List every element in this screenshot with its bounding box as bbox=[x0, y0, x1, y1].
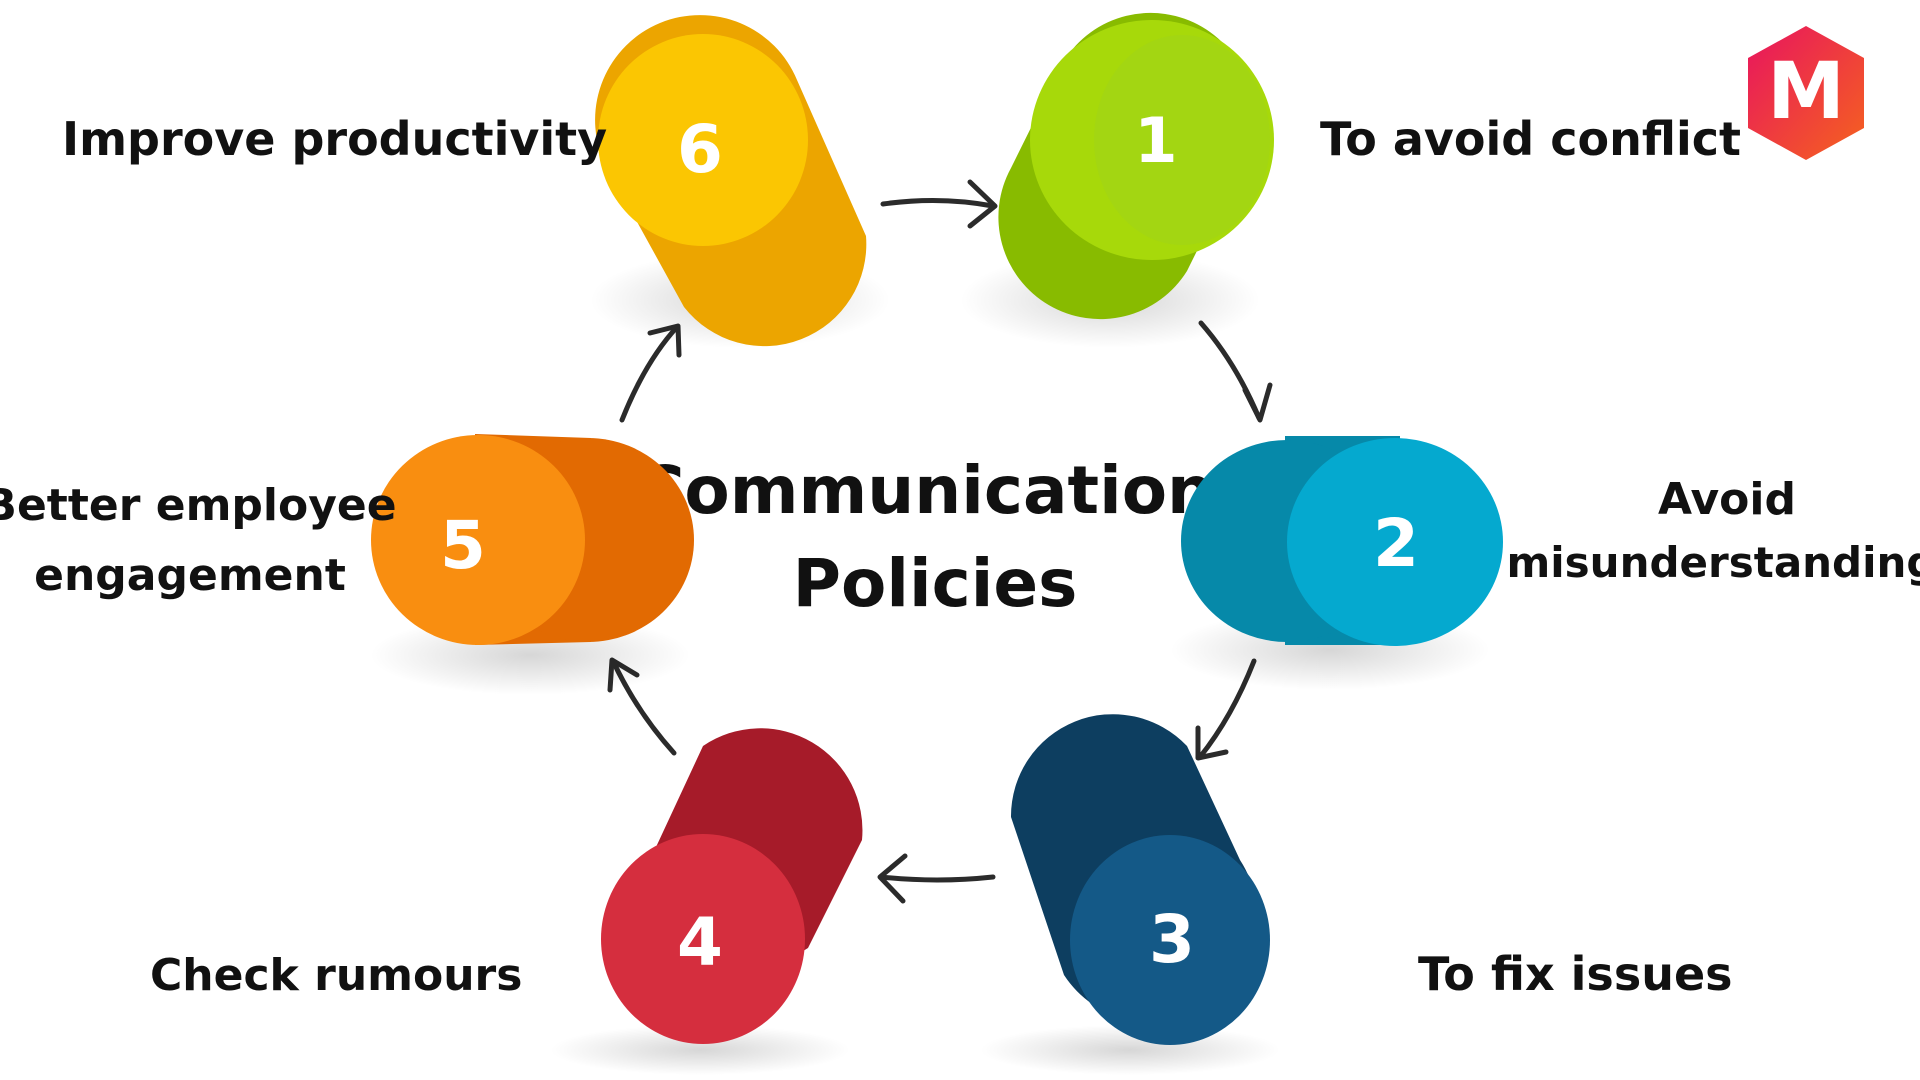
diagram-title: Communication Policies bbox=[636, 452, 1214, 622]
step-6: 6 bbox=[590, 15, 890, 348]
step-4-shadow bbox=[550, 1025, 850, 1075]
step-2: 2 bbox=[1170, 436, 1503, 690]
arrow-1-to-2 bbox=[1198, 320, 1273, 423]
step-5-label-line-2: engagement bbox=[34, 550, 346, 601]
title-line-1: Communication bbox=[636, 452, 1214, 529]
step-2-label-line-2: misunderstandings bbox=[1507, 538, 1920, 587]
step-3: 3 bbox=[980, 714, 1280, 1075]
arrow-6-to-1 bbox=[880, 179, 998, 229]
logo-letter: M bbox=[1767, 47, 1845, 137]
arrow-3-to-4 bbox=[877, 853, 996, 904]
step-5: 5 bbox=[370, 434, 694, 695]
step-3-number: 3 bbox=[1149, 901, 1195, 978]
step-labels: To avoid conflict Avoid misunderstanding… bbox=[0, 112, 1920, 1001]
step-4-cylinder-cap bbox=[601, 834, 805, 1044]
step-1: 1 bbox=[960, 12, 1274, 348]
step-6-cylinder-cap bbox=[598, 34, 808, 246]
step-1-number: 1 bbox=[1134, 104, 1177, 177]
step-5-number: 5 bbox=[440, 507, 486, 584]
step-5-cylinder-cap bbox=[371, 435, 585, 645]
step-5-label-line-1: Better employee bbox=[0, 480, 397, 531]
step-6-number: 6 bbox=[677, 111, 723, 188]
step-2-label-line-1: Avoid bbox=[1658, 474, 1796, 525]
step-4-label: Check rumours bbox=[150, 950, 522, 1001]
step-2-cylinder-cap bbox=[1287, 438, 1503, 646]
step-3-cylinder-cap bbox=[1070, 835, 1270, 1045]
step-4: 4 bbox=[550, 728, 863, 1075]
title-line-2: Policies bbox=[793, 545, 1078, 622]
logo-hexagon-icon bbox=[1748, 26, 1864, 160]
step-1-cap-inner bbox=[1094, 35, 1270, 245]
step-2-number: 2 bbox=[1373, 505, 1419, 582]
brand-logo: M bbox=[1748, 26, 1864, 160]
step-1-label: To avoid conflict bbox=[1320, 112, 1741, 166]
step-4-number: 4 bbox=[677, 904, 723, 981]
step-6-label: Improve productivity bbox=[62, 112, 607, 166]
step-3-label: To fix issues bbox=[1418, 947, 1733, 1001]
